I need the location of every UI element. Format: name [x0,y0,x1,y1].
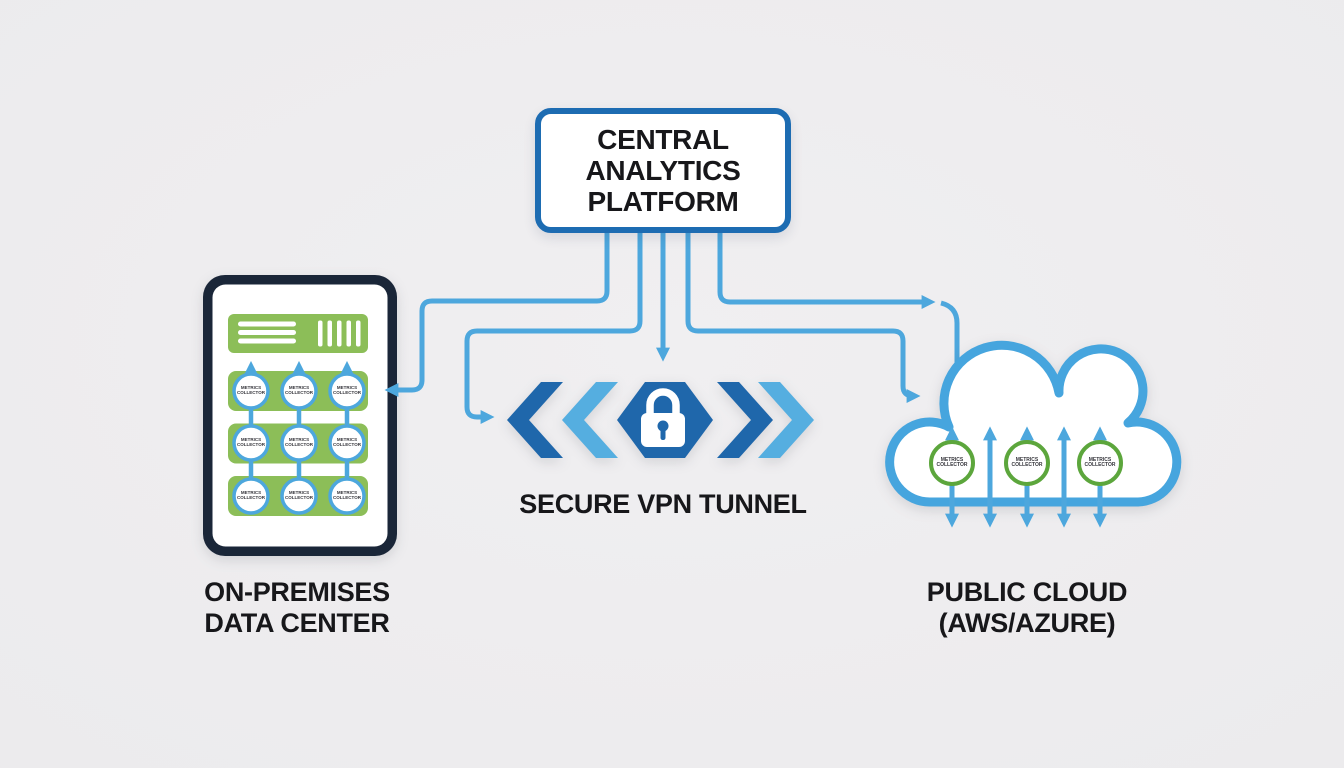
public-cloud-label-line2: (AWS/AZURE) [938,608,1116,638]
collector-node [280,477,318,515]
central-platform-line3: PLATFORM [587,186,739,217]
connector-to-datacenter [384,233,610,397]
collector-node [280,424,318,462]
public-cloud-label: PUBLIC CLOUD (AWS/AZURE) [877,577,1177,639]
central-platform-line2: ANALYTICS [585,155,741,186]
connector-to-cloud-lower [685,233,921,403]
vpn-tunnel-label: SECURE VPN TUNNEL [463,489,863,520]
on-premises-rack [203,275,397,556]
collector-node [232,477,270,515]
lock-keyhole [657,420,669,432]
connector-cloud-upper-tail [940,300,960,372]
connector-to-cloud-upper [717,233,936,309]
connector-to-vpn-left [464,233,643,424]
vpn-chevron-left-light [562,382,618,458]
public-cloud-label-line1: PUBLIC CLOUD [926,577,1128,607]
central-analytics-platform-box: CENTRAL ANALYTICS PLATFORM [535,108,791,233]
collector-node [328,477,366,515]
cloud-node [1004,440,1050,486]
on-premises-label: ON-PREMISES DATA CENTER [147,577,447,639]
collector-node [232,424,270,462]
collector-node [328,372,366,410]
vpn-chevron-right-light [758,382,814,458]
cloud-nodes [929,440,1123,486]
lock-shackle [646,388,680,416]
on-premises-label-line2: DATA CENTER [204,608,390,638]
server-led-slots [238,320,361,347]
padlock-icon [641,388,685,447]
platform-connectors [384,233,936,424]
lock-keyhole-stem [660,428,666,440]
collector-node [232,372,270,410]
cloud-node [1077,440,1123,486]
vpn-chevron-right-dark [717,382,773,458]
vpn-tunnel-label-text: SECURE VPN TUNNEL [519,489,807,519]
cloud-node [929,440,975,486]
collector-node [280,372,318,410]
vpn-tunnel [507,382,814,458]
collector-node [328,424,366,462]
on-premises-label-line1: ON-PREMISES [204,577,390,607]
collector-nodes [232,372,366,515]
central-platform-line1: CENTRAL [597,124,729,155]
vpn-chevron-left-dark [507,382,563,458]
